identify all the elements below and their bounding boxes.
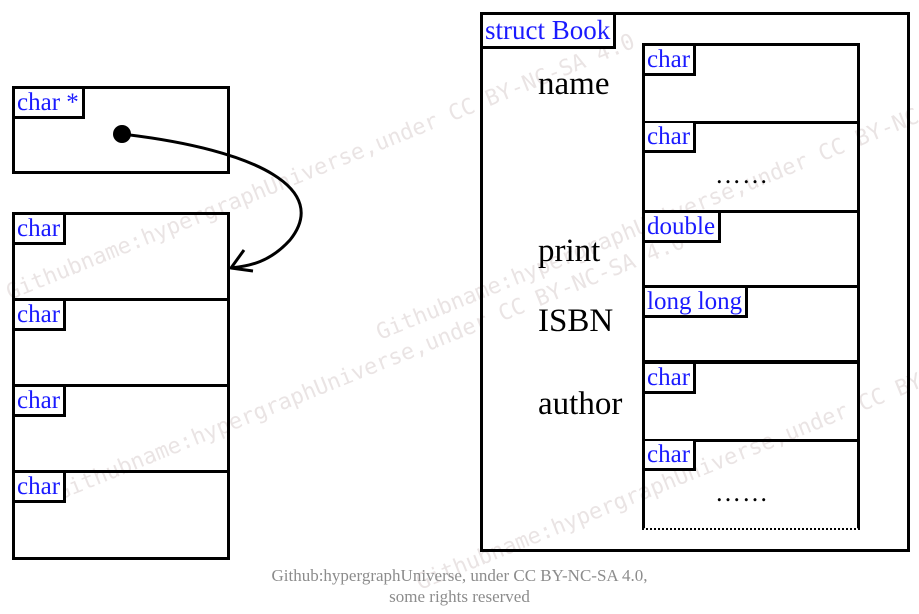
field-isbn: ISBN [538, 303, 614, 339]
field-author: author [538, 386, 623, 422]
array-cell-type-label: char [15, 215, 67, 245]
isbn-cell: long long [642, 285, 860, 363]
field-name: name [538, 66, 610, 102]
author-ellipsis: …… [715, 478, 769, 507]
arrow-curve [121, 132, 303, 270]
array-cell-type-label: char [15, 473, 67, 503]
array-cell: char [12, 470, 230, 560]
author-cell-type-label: char [645, 364, 697, 394]
array-cell-type-label: char [15, 301, 67, 331]
struct-book-box: struct Book [480, 12, 910, 552]
array-cell-type-label: char [15, 387, 67, 417]
name-ellipsis: …… [715, 160, 769, 189]
name-first-cell: char [642, 43, 860, 124]
credit-line-1: Github:hypergraphUniverse, under CC BY-N… [271, 566, 648, 585]
name-cell-type-label: char [645, 46, 697, 76]
isbn-cell-type-label: long long [645, 288, 749, 318]
struct-title: struct Book [483, 15, 617, 49]
field-print: print [538, 233, 601, 269]
pointer-type-label: char * [15, 89, 85, 119]
author-cell-type-label: char [645, 441, 697, 471]
credit-line-2: some rights reserved [389, 587, 530, 606]
author-first-cell: char [642, 361, 860, 442]
author-second-cell: char [642, 439, 860, 530]
array-cell: char [12, 212, 230, 301]
arrowhead [229, 249, 254, 273]
name-cell-type-label: char [645, 123, 697, 153]
pointer-box: char * [12, 86, 230, 174]
print-cell-type-label: double [645, 213, 722, 243]
print-cell: double [642, 210, 860, 288]
